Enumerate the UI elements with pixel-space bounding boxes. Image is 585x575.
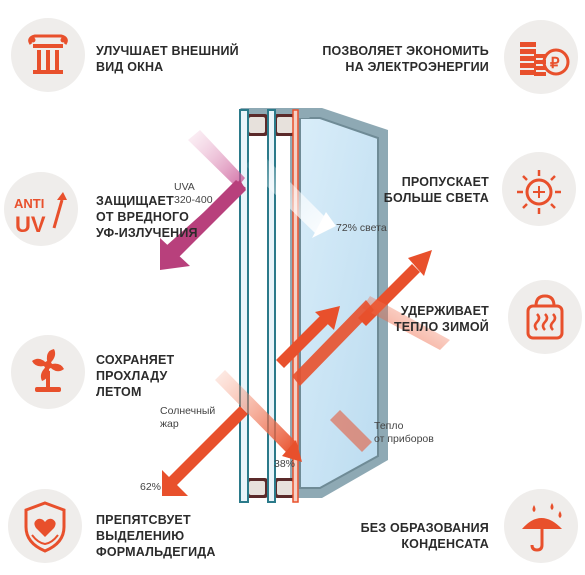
appliance-heat-label-line: от приборов [374, 433, 434, 445]
sun-heat-label-line: Солнечный [160, 405, 216, 417]
uva-label: UVA 320-400 [174, 181, 213, 207]
light-beam [245, 152, 336, 238]
shield-heart-icon [8, 489, 82, 563]
feature-line: ЗАЩИЩАЕТ [96, 194, 174, 208]
umbrella-rain-icon [504, 489, 578, 563]
sun-icon [502, 152, 576, 226]
feature-line: ВЫДЕЛЕНИЮ [96, 529, 185, 543]
feature-line: УФ-ИЗЛУЧЕНИЯ [96, 226, 198, 240]
feature-line: ПОЗВОЛЯЕТ ЭКОНОМИТЬ [322, 44, 489, 58]
feature-line: СОХРАНЯЕТ [96, 353, 175, 367]
feature-saves-energy: ПОЗВОЛЯЕТ ЭКОНОМИТЬ НА ЭЛЕКТРОЭНЕРГИИ [322, 43, 489, 75]
svg-text:UV: UV [15, 212, 46, 237]
svg-text:₽: ₽ [550, 55, 560, 72]
light-label: 72% света [336, 222, 387, 234]
pct-38-label: 38% [274, 458, 296, 470]
frame-bottom [246, 478, 296, 498]
anti-uv-icon: ANTI UV [4, 172, 78, 246]
feature-formaldehyde: ПРЕПЯТСВУЕТ ВЫДЕЛЕНИЮ ФОРМАЛЬДЕГИДА [96, 512, 216, 560]
fan-icon [11, 335, 85, 409]
feature-line: ТЕПЛО ЗИМОЙ [393, 320, 489, 334]
feature-uv-protection: ЗАЩИЩАЕТ ОТ ВРЕДНОГО УФ-ИЗЛУЧЕНИЯ [96, 193, 198, 241]
coins-ruble-icon: ₽ [504, 20, 578, 94]
feature-line: ПРОПУСКАЕТ [401, 175, 489, 189]
feature-line: УЛУЧШАЕТ ВНЕШНИЙ [96, 44, 239, 58]
rear-glass-pane [290, 108, 388, 498]
feature-line: ПРОХЛАДУ [96, 369, 168, 383]
appliance-heat-label: Тепло от приборов [374, 420, 434, 446]
feature-line: БОЛЬШЕ СВЕТА [383, 191, 489, 205]
feature-no-condensation: БЕЗ ОБРАЗОВАНИЯ КОНДЕНСАТА [361, 520, 489, 552]
feature-keeps-warm: УДЕРЖИВАЕТ ТЕПЛО ЗИМОЙ [394, 303, 489, 335]
front-glass-panes [239, 109, 299, 503]
feature-line: ВИД ОКНА [96, 60, 164, 74]
feature-line: ПРЕПЯТСВУЕТ [96, 513, 191, 527]
feature-improves-appearance: УЛУЧШАЕТ ВНЕШНИЙ ВИД ОКНА [96, 43, 239, 75]
feature-line: НА ЭЛЕКТРОЭНЕРГИИ [345, 60, 489, 74]
appliance-heat-label-line: Тепло [374, 420, 404, 432]
uva-label-line: 320-400 [174, 194, 213, 206]
pct-62-label: 62% [140, 481, 162, 493]
feature-line: ФОРМАЛЬДЕГИДА [96, 545, 216, 559]
uva-label-line: UVA [174, 181, 195, 193]
reflected-62-arrow [162, 406, 248, 496]
sun-heat-label-line: жар [160, 418, 179, 430]
feature-line: УДЕРЖИВАЕТ [400, 304, 489, 318]
column-icon [11, 18, 85, 92]
sun-heat-label: Солнечный жар [160, 405, 215, 431]
sun-heat-in-arrow [215, 370, 372, 462]
svg-text:ANTI: ANTI [14, 196, 44, 211]
feature-line: ОТ ВРЕДНОГО [96, 210, 190, 224]
uv-arrow [160, 130, 246, 270]
appliance-heat-arrow [292, 296, 450, 386]
feature-keeps-cool: СОХРАНЯЕТ ПРОХЛАДУ ЛЕТОМ [96, 352, 174, 400]
feature-more-light: ПРОПУСКАЕТ БОЛЬШЕ СВЕТА [384, 174, 489, 206]
feature-line: ЛЕТОМ [96, 385, 142, 399]
feature-line: БЕЗ ОБРАЗОВАНИЯ [360, 521, 489, 535]
heat-bag-icon [508, 280, 582, 354]
feature-line: КОНДЕНСАТА [401, 537, 489, 551]
